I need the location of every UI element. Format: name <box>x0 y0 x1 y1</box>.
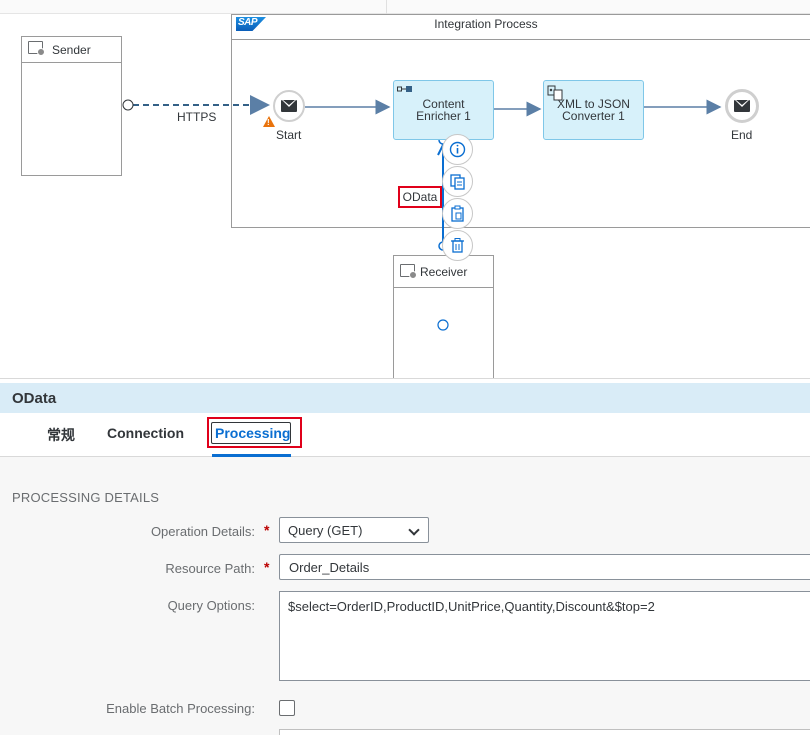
sender-anchor-dot <box>122 99 134 111</box>
content-enricher-label-2: Enricher 1 <box>416 109 471 123</box>
required-marker: * <box>264 559 270 575</box>
copy-icon <box>450 174 465 190</box>
info-button[interactable] <box>442 134 473 165</box>
warning-icon[interactable] <box>263 116 275 127</box>
receiver-participant[interactable]: Receiver <box>393 255 494 378</box>
start-label: Start <box>276 128 302 142</box>
required-marker: * <box>264 522 270 538</box>
panel-title: OData <box>0 383 810 413</box>
sender-participant[interactable]: Sender <box>21 36 122 176</box>
odata-channel-label[interactable]: OData <box>398 186 442 208</box>
sender-header: Sender <box>22 37 121 63</box>
properties-panel: OData 常规 Connection Processing PROCESSIN… <box>0 378 810 735</box>
canvas-top-toolbar-strip <box>0 0 810 14</box>
operation-details-value: Query (GET) <box>288 523 363 538</box>
participant-icon <box>400 264 417 279</box>
tab-connection[interactable]: Connection <box>107 425 184 441</box>
active-tab-indicator <box>212 454 291 457</box>
xml-json-label-1: XML to JSON <box>557 97 630 111</box>
tab-processing[interactable]: Processing <box>215 425 291 441</box>
batch-processing-label: Enable Batch Processing: <box>106 701 255 716</box>
end-label: End <box>731 128 753 142</box>
operation-details-label: Operation Details: <box>150 524 255 539</box>
copy-button[interactable] <box>442 166 473 197</box>
envelope-icon <box>281 100 297 112</box>
receiver-header: Receiver <box>394 256 493 288</box>
next-field-edge <box>279 729 810 735</box>
integration-process-header: SAP Integration Process <box>231 14 810 40</box>
batch-processing-checkbox[interactable] <box>279 700 295 716</box>
https-label: HTTPS <box>177 110 217 124</box>
end-event[interactable] <box>725 89 759 123</box>
content-enricher-icon <box>397 86 412 92</box>
paste-button[interactable] <box>442 198 473 229</box>
query-options-textarea[interactable]: $select=OrderID,ProductID,UnitPrice,Quan… <box>279 591 810 681</box>
delete-button[interactable] <box>442 230 473 261</box>
tab-general[interactable]: 常规 <box>47 427 75 443</box>
operation-details-select[interactable]: Query (GET) <box>279 517 429 543</box>
xml-json-label-2: Converter 1 <box>562 109 625 123</box>
query-options-label: Query Options: <box>167 598 255 613</box>
envelope-icon <box>734 100 750 112</box>
paste-icon <box>451 205 464 222</box>
xml-to-json-step[interactable]: XML to JSON Converter 1 <box>543 80 644 140</box>
processing-form: PROCESSING DETAILS Operation Details: * … <box>0 457 810 735</box>
integration-process-title: Integration Process <box>434 17 538 31</box>
integration-process-pool[interactable] <box>231 14 810 228</box>
receiver-label: Receiver <box>420 264 468 279</box>
flow-connectors <box>122 95 722 331</box>
delete-icon <box>451 238 464 253</box>
section-title: PROCESSING DETAILS <box>12 490 160 505</box>
content-enricher-label-1: Content <box>422 97 465 111</box>
resource-path-label: Resource Path: <box>165 561 255 576</box>
info-icon <box>449 141 466 158</box>
integration-flow-canvas[interactable]: Sender SAP Integration Process Receiver <box>0 0 810 378</box>
chevron-down-icon <box>408 524 420 536</box>
start-event[interactable] <box>273 90 305 122</box>
content-enricher-step[interactable]: Content Enricher 1 <box>393 80 494 140</box>
tab-highlight-box <box>207 417 302 448</box>
tab-focus-outline <box>211 422 291 444</box>
panel-tabs: 常规 Connection Processing <box>0 413 810 457</box>
receiver-anchor-dot <box>437 319 449 331</box>
participant-icon <box>28 41 45 56</box>
resource-path-input[interactable]: Order_Details <box>279 554 810 580</box>
sender-label: Sender <box>52 42 91 57</box>
converter-icon <box>547 85 563 101</box>
